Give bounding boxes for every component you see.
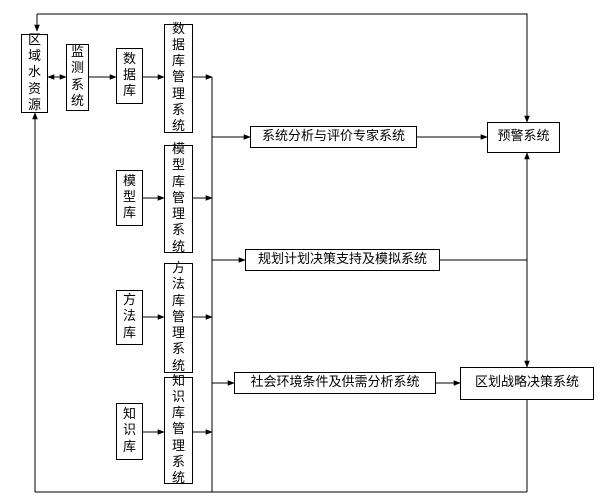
model-mgmt-node: 模型库管理系统 — [164, 142, 193, 255]
monitor-system-label: 监测系统 — [70, 45, 84, 109]
region-water-label: 区域水资源 — [27, 32, 41, 113]
strategy-system-label: 区划战略决策系统 — [474, 375, 579, 391]
social-system-label: 社会环境条件及供需分析系统 — [250, 374, 420, 390]
planning-system-node: 规划计划决策支持及模拟系统 — [245, 249, 440, 271]
strategy-system-node: 区划战略决策系统 — [460, 367, 594, 400]
knowledge-lib-node: 知识库 — [116, 403, 143, 460]
db-mgmt-label: 数据库管理系统 — [171, 21, 185, 135]
method-lib-node: 方法库 — [116, 290, 143, 345]
database-label: 数据库 — [122, 51, 136, 100]
model-lib-label: 模型库 — [122, 173, 136, 222]
model-lib-node: 模型库 — [116, 170, 143, 226]
database-node: 数据库 — [116, 48, 143, 104]
knowledge-lib-label: 知识库 — [122, 407, 136, 455]
planning-system-label: 规划计划决策支持及模拟系统 — [257, 251, 427, 267]
db-mgmt-node: 数据库管理系统 — [164, 21, 193, 135]
method-mgmt-label: 方法库管理系统 — [171, 261, 185, 374]
knowledge-mgmt-node: 知识库管理系统 — [164, 374, 193, 486]
warning-system-label: 预警系统 — [497, 129, 550, 145]
social-system-node: 社会环境条件及供需分析系统 — [234, 372, 436, 394]
monitor-system-node: 监测系统 — [66, 44, 89, 111]
warning-system-node: 预警系统 — [487, 122, 560, 153]
expert-system-label: 系统分析与评价专家系统 — [261, 128, 405, 144]
knowledge-mgmt-label: 知识库管理系统 — [171, 373, 185, 487]
method-mgmt-node: 方法库管理系统 — [164, 261, 193, 374]
method-lib-label: 方法库 — [122, 293, 136, 341]
model-mgmt-label: 模型库管理系统 — [171, 142, 185, 255]
region-water-node: 区域水资源 — [21, 32, 48, 113]
expert-system-node: 系统分析与评价专家系统 — [250, 126, 417, 148]
